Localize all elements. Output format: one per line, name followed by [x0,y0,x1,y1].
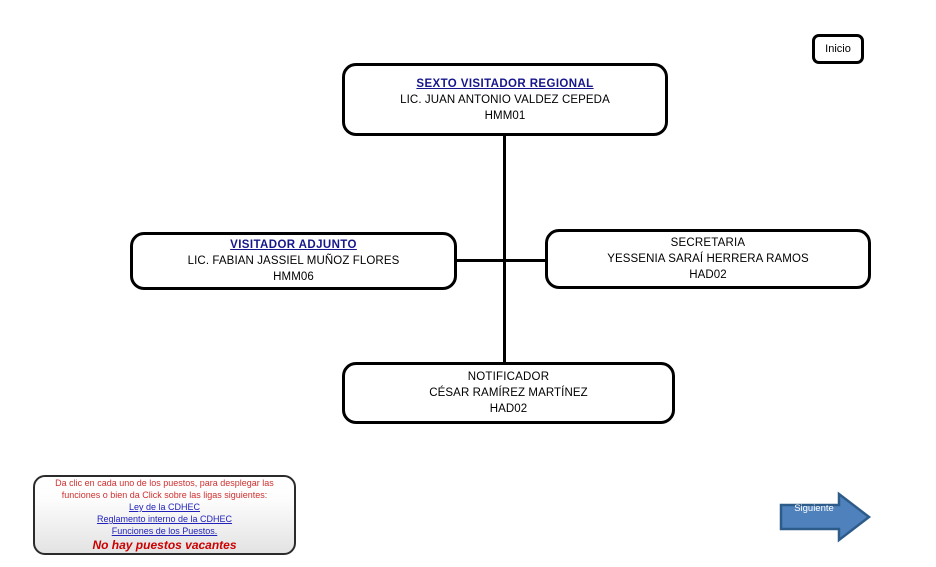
node-secretaria[interactable]: SECRETARIA YESSENIA SARAÍ HERRERA RAMOS … [545,229,871,289]
connector-vertical-main [503,136,506,362]
node-person-name: YESSENIA SARAÍ HERRERA RAMOS [607,253,809,265]
node-code: HMM01 [484,109,526,122]
inicio-button-label: Inicio [825,43,851,55]
inicio-button[interactable]: Inicio [812,34,864,64]
legend-box: Da clic en cada uno de los puestos, para… [33,475,296,555]
node-code: HAD02 [489,403,528,415]
node-sexto-visitador-regional[interactable]: SEXTO VISITADOR REGIONAL LIC. JUAN ANTON… [342,63,668,136]
node-title: SECRETARIA [670,237,746,249]
node-title: VISITADOR ADJUNTO [230,239,357,251]
legend-link-funciones-puestos[interactable]: Funciones de los Puestos. [111,526,218,536]
right-arrow-icon [779,491,872,543]
node-person-name: CÉSAR RAMÍREZ MARTÍNEZ [429,387,588,399]
node-title: NOTIFICADOR [467,371,550,383]
node-notificador[interactable]: NOTIFICADOR CÉSAR RAMÍREZ MARTÍNEZ HAD02 [342,362,675,424]
node-person-name: LIC. FABIAN JASSIEL MUÑOZ FLORES [187,255,400,267]
legend-link-ley-cdhec[interactable]: Ley de la CDHEC [128,502,201,512]
node-title: SEXTO VISITADOR REGIONAL [416,77,594,90]
node-visitador-adjunto[interactable]: VISITADOR ADJUNTO LIC. FABIAN JASSIEL MU… [130,232,457,290]
node-code: HMM06 [273,271,314,283]
node-code: HAD02 [689,269,727,281]
legend-link-reglamento-interno[interactable]: Reglamento interno de la CDHEC [96,514,233,524]
node-person-name: LIC. JUAN ANTONIO VALDEZ CEPEDA [400,93,610,106]
siguiente-button[interactable] [777,491,873,543]
legend-instruction-line-2: funciones o bien da Click sobre las liga… [61,490,268,500]
legend-vacantes-note: No hay puestos vacantes [92,538,237,552]
legend-instruction-line-1: Da clic en cada uno de los puestos, para… [55,478,274,488]
